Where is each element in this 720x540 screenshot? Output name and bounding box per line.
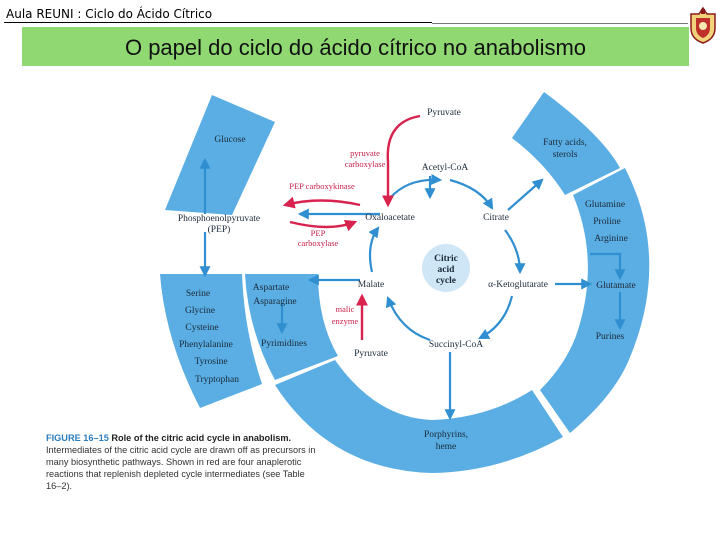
label-glycine: Glycine <box>185 306 215 316</box>
header-rule-right <box>432 23 688 24</box>
label-pyruvate-bottom: Pyruvate <box>354 349 388 359</box>
label-pep-carboxykinase: PEP carboxykinase <box>289 181 355 191</box>
ring-sector-glucose <box>165 95 275 215</box>
label-cycle-1: Citric <box>434 254 458 264</box>
label-malate: Malate <box>358 280 384 290</box>
course-label: Aula REUNI : Ciclo do Ácido Cítrico <box>6 7 213 21</box>
cycle-center <box>422 244 470 292</box>
label-citrate: Citrate <box>483 213 509 223</box>
slide-title: O papel do ciclo do ácido cítrico no ana… <box>124 35 587 60</box>
label-pyruvate-top: Pyruvate <box>427 108 461 118</box>
label-phenylalanine: Phenylalanine <box>179 340 233 350</box>
label-pyruvate-carboxylase-2: carboxylase <box>345 159 386 169</box>
label-pep-carboxylase-2: carboxylase <box>298 238 339 248</box>
label-purines: Purines <box>596 332 625 342</box>
figure-caption: FIGURE 16–15 Role of the citric acid cyc… <box>46 432 316 492</box>
label-cycle-2: acid <box>438 265 456 275</box>
caption-number: FIGURE 16–15 <box>46 433 109 443</box>
label-fatty-acids-2: sterols <box>553 150 578 160</box>
label-fatty-acids-1: Fatty acids, <box>543 138 587 148</box>
label-pep-1: Phosphoenolpyruvate <box>178 214 260 224</box>
label-tyrosine: Tyrosine <box>194 357 227 367</box>
label-serine: Serine <box>186 289 210 299</box>
slide-title-bar: O papel do ciclo do ácido cítrico no ana… <box>22 27 689 66</box>
ring-sector-fatty-acids <box>512 92 620 195</box>
ring-sector-bottom <box>275 360 563 473</box>
university-crest-logo <box>690 6 716 44</box>
label-glutamine: Glutamine <box>585 200 625 210</box>
label-proline: Proline <box>593 217 620 227</box>
ring-sector-amino-left <box>160 274 262 408</box>
caption-title: Role of the citric acid cycle in anaboli… <box>111 433 292 443</box>
label-cycle-3: cycle <box>436 276 456 286</box>
label-acetyl-coa: Acetyl-CoA <box>422 163 469 173</box>
label-pep-carboxylase-1: PEP <box>311 228 326 238</box>
label-porphyrins-2: heme <box>436 442 457 452</box>
ring-sector-aspartate <box>245 274 338 380</box>
label-alpha-ketoglutarate: α-Ketoglutarate <box>488 280 548 290</box>
label-pyruvate-carboxylase-1: pyruvate <box>350 148 380 158</box>
label-oxaloacetate: Oxaloacetate <box>365 213 415 223</box>
label-succinyl-coa: Succinyl-CoA <box>429 340 483 350</box>
label-cysteine: Cysteine <box>185 323 218 333</box>
label-glutamate: Glutamate <box>596 281 636 291</box>
label-glucose: Glucose <box>214 135 245 145</box>
label-arginine: Arginine <box>594 234 628 244</box>
ring-sector-right <box>540 168 650 433</box>
label-porphyrins-1: Porphyrins, <box>424 430 468 440</box>
label-asparagine: Asparagine <box>253 297 296 307</box>
header-rule <box>4 22 432 23</box>
label-tryptophan: Tryptophan <box>195 375 239 385</box>
label-malic-enzyme-1: malic <box>336 304 355 314</box>
caption-body: Intermediates of the citric acid cycle a… <box>46 445 316 491</box>
label-aspartate: Aspartate <box>253 283 289 293</box>
label-pyrimidines: Pyrimidines <box>261 339 307 349</box>
label-pep-2: (PEP) <box>208 224 231 235</box>
label-malic-enzyme-2: enzyme <box>332 316 359 326</box>
